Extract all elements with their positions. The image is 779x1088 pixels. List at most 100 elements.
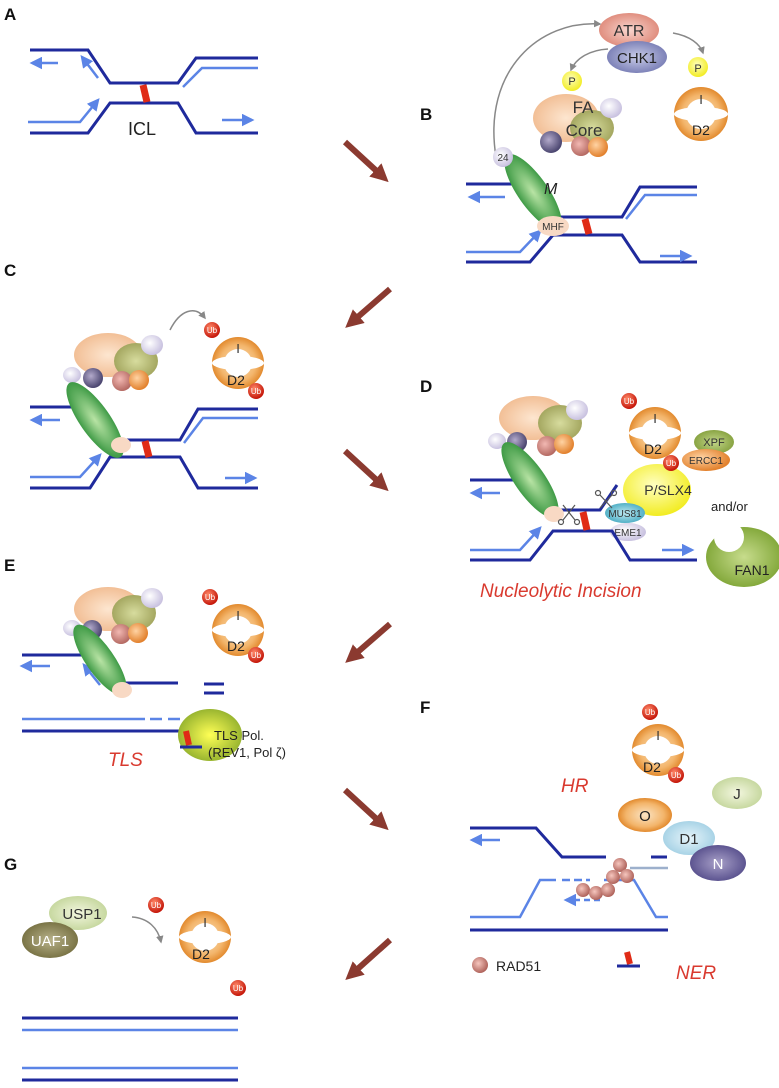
nascent-strands-e	[19, 659, 213, 726]
nascent-strands-d	[469, 486, 695, 557]
i-label-c: I	[236, 341, 240, 356]
panel-b: ATR CHK1 P P I D2 FA Core	[466, 13, 728, 264]
atr-protein	[599, 13, 659, 47]
ubiquitin-c2	[248, 383, 264, 399]
crosslink-a	[139, 84, 151, 103]
o-label: O	[639, 808, 651, 825]
fancm-protein-d	[501, 442, 559, 518]
p-label-1: P	[568, 76, 575, 88]
id2-complex-d: I D2 Ub	[621, 393, 681, 459]
nascent-strands-a	[28, 55, 258, 127]
fancm-protein-c	[66, 382, 124, 458]
panel-label-f: F	[420, 698, 430, 717]
fa-core-label-1: FA	[573, 98, 594, 117]
ubiquitin-e2	[248, 647, 264, 663]
id2-complex-b: I D2	[674, 87, 728, 141]
fan1-protein	[706, 522, 779, 587]
ub-label-d2: Ub	[666, 459, 677, 468]
d2-label-g: D2	[192, 946, 210, 962]
flow-arrows	[342, 139, 393, 981]
tls-pol-label-1: TLS Pol.	[214, 728, 264, 743]
panel-c: I D2 Ub Ub	[29, 310, 264, 490]
i-label-e: I	[236, 608, 240, 623]
id2-complex-e: I D2 Ub Ub	[202, 589, 264, 663]
panel-label-g: G	[4, 855, 17, 874]
tls-pol-label-2: (REV1, Pol ζ)	[208, 745, 286, 760]
flow-arrow-d-e	[345, 621, 392, 663]
ubiquitin-d1	[621, 393, 637, 409]
dna-strands-f	[470, 826, 668, 932]
slx4-protein	[623, 464, 691, 516]
ubiquitin-g2	[230, 980, 246, 996]
usp1-label: USP1	[62, 906, 101, 923]
fancd1-protein	[663, 821, 715, 855]
n24-label: 24	[497, 153, 509, 164]
panel-label-c: C	[4, 261, 16, 280]
scissors-icon	[557, 489, 618, 526]
i-label-b: I	[699, 92, 703, 107]
fancj-protein	[712, 777, 762, 809]
ubiquitin-f1	[642, 704, 658, 720]
atr-label: ATR	[614, 23, 645, 40]
ercc1-protein	[682, 449, 730, 471]
fa-core-complex-c	[63, 333, 163, 391]
ub-label-g2: Ub	[233, 984, 244, 993]
ubiquitin-c1	[204, 322, 220, 338]
mus81-protein	[605, 503, 645, 523]
nucleolytic-incision-label: Nucleolytic Incision	[480, 581, 642, 602]
icl-label: ICL	[128, 119, 156, 139]
ub-label-e2: Ub	[251, 651, 262, 660]
panel-e: I D2 Ub Ub TLS Pol. (REV1, Pol ζ) TLS	[19, 587, 286, 771]
i-label-f: I	[656, 728, 660, 743]
j-label: J	[733, 786, 741, 803]
ub-label-e1: Ub	[205, 593, 216, 602]
panel-label-b: B	[420, 105, 432, 124]
ner-label: NER	[676, 963, 716, 984]
ubiquitin-d2	[663, 455, 679, 471]
fancn-protein	[690, 845, 746, 881]
dna-strands-a	[30, 48, 258, 135]
panel-g: USP1 UAF1 Ub I D2 Ub	[22, 896, 246, 1082]
uaf1-label: UAF1	[31, 933, 69, 950]
id2-complex-f: I D2 Ub Ub	[632, 704, 684, 783]
ubiquitin-e1	[202, 589, 218, 605]
uaf1-protein	[22, 922, 78, 958]
fa-core-label-2: Core	[566, 121, 603, 140]
m-label: M	[544, 181, 558, 198]
id2-complex-c: I D2 Ub Ub	[204, 322, 264, 399]
mhf-protein-c	[111, 437, 131, 453]
ercc1-label: ERCC1	[689, 456, 723, 467]
fancm-protein-e	[73, 624, 127, 696]
flow-arrow-c-d	[342, 448, 389, 492]
mus81-label: MUS81	[608, 509, 642, 520]
chk1-label: CHK1	[617, 50, 657, 67]
i-label-g: I	[203, 915, 207, 930]
ub-label-c1: Ub	[207, 326, 218, 335]
id2-complex-g: I D2	[179, 911, 231, 963]
deubiquitination-arrow	[131, 916, 164, 944]
rad51-label: RAD51	[496, 958, 541, 974]
fa-core-complex-b: FA Core	[533, 94, 622, 157]
panel-label-e: E	[4, 556, 15, 575]
nascent-strands-b	[466, 190, 697, 263]
d2-label-c: D2	[227, 372, 245, 388]
ub-label-c2: Ub	[251, 387, 262, 396]
rad51-filament	[576, 858, 634, 900]
mhf-protein	[537, 216, 569, 236]
eme1-protein	[610, 523, 646, 541]
usp1-protein	[49, 896, 107, 930]
crosslink-f	[624, 951, 633, 965]
ubiquitin-g1	[148, 897, 164, 913]
repaired-dna-g	[22, 1016, 238, 1082]
panel-label-d: D	[420, 377, 432, 396]
d1-label: D1	[679, 831, 698, 848]
d2-label-d: D2	[644, 441, 662, 457]
faap24-protein	[493, 147, 513, 167]
and-or-label: and/or	[711, 499, 749, 514]
crosslink-b	[581, 218, 593, 235]
ubiquitin-f2	[668, 767, 684, 783]
nascent-strands-f	[469, 833, 668, 919]
flow-arrow-a-b	[342, 139, 389, 183]
crosslink-e	[183, 730, 192, 746]
